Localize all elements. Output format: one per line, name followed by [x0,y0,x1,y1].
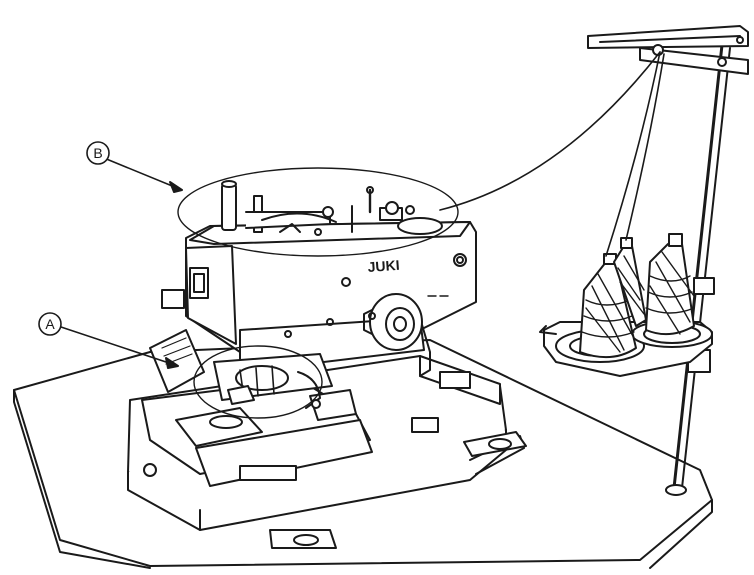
callout-zone-b [177,167,459,257]
leader-line-a [57,325,179,369]
needle-area [213,353,333,409]
thread-path [439,51,665,257]
thread-cone-left [579,253,637,359]
leader-line-b [103,157,183,193]
thread-cone-right [645,233,695,336]
callout-a: A [38,312,62,336]
callout-b-label: B [93,145,102,161]
brand-logo: JUKI [367,257,400,275]
thread-tension-assembly [221,180,443,236]
machine-head [161,221,477,377]
callout-a-label: A [45,316,55,332]
callout-b: B [86,141,110,165]
thread-cone-middle [613,237,647,327]
callout-zone-a [193,345,323,419]
